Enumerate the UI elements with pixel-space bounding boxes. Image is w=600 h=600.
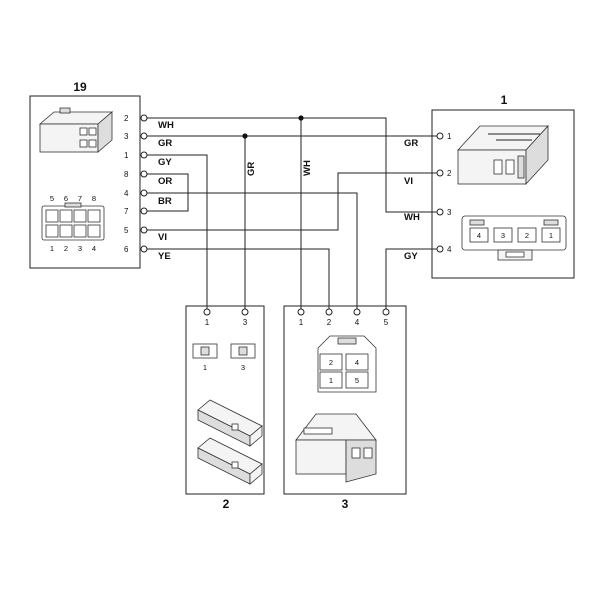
svg-text:3: 3 — [501, 231, 505, 240]
svg-text:5: 5 — [124, 226, 129, 235]
connector-3-box — [283, 305, 407, 495]
svg-text:8: 8 — [124, 170, 129, 179]
svg-text:1: 1 — [447, 132, 452, 141]
svg-text:1: 1 — [205, 318, 210, 327]
wire-labels: WH GR GY OR BR VI YE GR WH GR VI WH GY — [158, 120, 420, 262]
connector-1-pins — [436, 132, 444, 253]
svg-text:4: 4 — [92, 244, 96, 253]
svg-text:2: 2 — [525, 231, 529, 240]
label-gr-right: GR — [404, 138, 418, 149]
connector-1-face-view: 4 3 2 1 — [461, 215, 567, 261]
connector-2-housing-illustration — [197, 399, 263, 485]
wire-vi — [144, 172, 440, 231]
label-ye: YE — [158, 251, 171, 262]
connector-19-housing-illustration — [38, 107, 114, 153]
connector-1-pin-labels: 1 2 3 4 — [447, 132, 452, 254]
svg-text:4: 4 — [355, 318, 360, 327]
label-br: BR — [158, 196, 172, 207]
wires — [144, 117, 440, 312]
svg-text:4: 4 — [447, 245, 452, 254]
svg-text:2: 2 — [327, 318, 332, 327]
connector-19-face-view: 5 6 7 8 1 2 3 4 — [41, 194, 105, 253]
wire-ye — [144, 248, 330, 312]
svg-text:2: 2 — [329, 358, 333, 367]
connector-1-title: 1 — [501, 93, 508, 107]
label-gr-vertical: GR — [246, 162, 257, 176]
connector-2-title: 2 — [223, 497, 230, 511]
junction-gr — [242, 133, 248, 139]
svg-text:2: 2 — [447, 169, 452, 178]
connector-2-terminals-illustration: 1 3 — [192, 343, 256, 372]
svg-text:4: 4 — [355, 358, 359, 367]
svg-text:1: 1 — [124, 151, 129, 160]
junction-wh — [298, 115, 304, 121]
svg-text:1: 1 — [50, 244, 54, 253]
connector-3-title: 3 — [342, 497, 349, 511]
label-or: OR — [158, 176, 172, 187]
svg-text:5: 5 — [384, 318, 389, 327]
svg-text:7: 7 — [124, 207, 129, 216]
svg-text:1: 1 — [299, 318, 304, 327]
connector-3-housing-illustration — [295, 413, 377, 483]
svg-text:3: 3 — [78, 244, 82, 253]
svg-text:3: 3 — [447, 208, 452, 217]
svg-text:6: 6 — [124, 245, 129, 254]
svg-text:7: 7 — [78, 194, 82, 203]
wire-4-to-3-4 — [144, 192, 358, 312]
svg-text:5: 5 — [50, 194, 54, 203]
svg-text:1: 1 — [203, 363, 207, 372]
label-gy: GY — [158, 157, 172, 168]
connector-19-box — [29, 95, 141, 269]
connector-1-box — [431, 109, 575, 279]
connector-19-title: 19 — [73, 80, 87, 94]
label-wh: WH — [158, 120, 174, 131]
svg-text:4: 4 — [477, 231, 481, 240]
label-vi: VI — [158, 232, 167, 243]
connector-19-pin-labels: 2 3 1 8 4 7 5 6 — [124, 114, 129, 254]
svg-text:5: 5 — [355, 376, 359, 385]
connector-1-housing-illustration — [457, 124, 549, 186]
svg-text:3: 3 — [124, 132, 129, 141]
wire-gy — [144, 154, 208, 312]
svg-text:2: 2 — [124, 114, 129, 123]
label-gy-right: GY — [404, 251, 418, 262]
wire-gy-right — [385, 248, 440, 312]
svg-text:3: 3 — [241, 363, 245, 372]
label-vi-right: VI — [404, 176, 413, 187]
label-wh-right: WH — [404, 212, 420, 223]
connector-2-box — [185, 305, 265, 495]
svg-text:1: 1 — [329, 376, 333, 385]
label-gr: GR — [158, 138, 172, 149]
connector-3-face-view: 2 4 1 5 — [317, 335, 377, 393]
svg-text:1: 1 — [549, 231, 553, 240]
connector-2-3-pins — [203, 308, 390, 316]
wire-wh — [144, 117, 440, 213]
connector-19-pins — [140, 114, 148, 253]
svg-text:8: 8 — [92, 194, 96, 203]
svg-text:4: 4 — [124, 189, 129, 198]
connector-2-3-pin-labels: 1 3 1 2 4 5 — [205, 318, 389, 327]
svg-text:6: 6 — [64, 194, 68, 203]
label-wh-vertical: WH — [302, 160, 313, 176]
svg-text:3: 3 — [243, 318, 248, 327]
svg-text:2: 2 — [64, 244, 68, 253]
